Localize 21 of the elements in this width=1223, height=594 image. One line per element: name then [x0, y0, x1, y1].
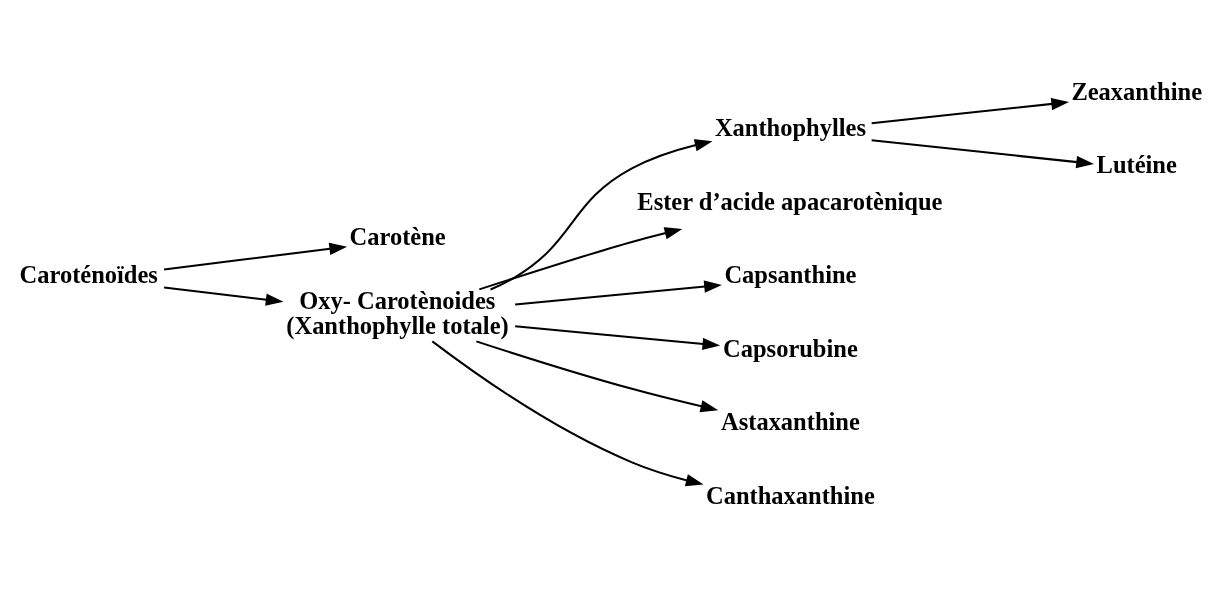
node-text: Capsanthine: [724, 261, 857, 289]
arrow: [163, 286, 284, 306]
arrow: [490, 139, 713, 291]
arrow: [871, 139, 1094, 169]
arrow: [871, 97, 1070, 125]
node-text: Oxy- Carotènoides (Xanthophylle totale): [286, 287, 509, 339]
node-text: Canthaxanthine: [706, 481, 875, 509]
node-text: Lutéine: [1096, 151, 1177, 179]
node-text: Zeaxanthine: [1071, 77, 1203, 105]
node-text: Ester d’acide apacarotènique: [637, 187, 943, 215]
node-text: Astaxanthine: [721, 408, 860, 436]
arrow: [515, 280, 722, 306]
arrow: [479, 227, 683, 291]
arrow: [515, 325, 721, 351]
node-text: Xanthophylles: [714, 114, 866, 142]
arrow: [163, 242, 348, 271]
arrow: [476, 340, 719, 413]
node-text: Caroténoïdes: [19, 261, 158, 289]
node-text: Carotène: [349, 223, 446, 251]
node-text: Capsorubine: [723, 334, 858, 362]
arrow: [431, 340, 704, 487]
